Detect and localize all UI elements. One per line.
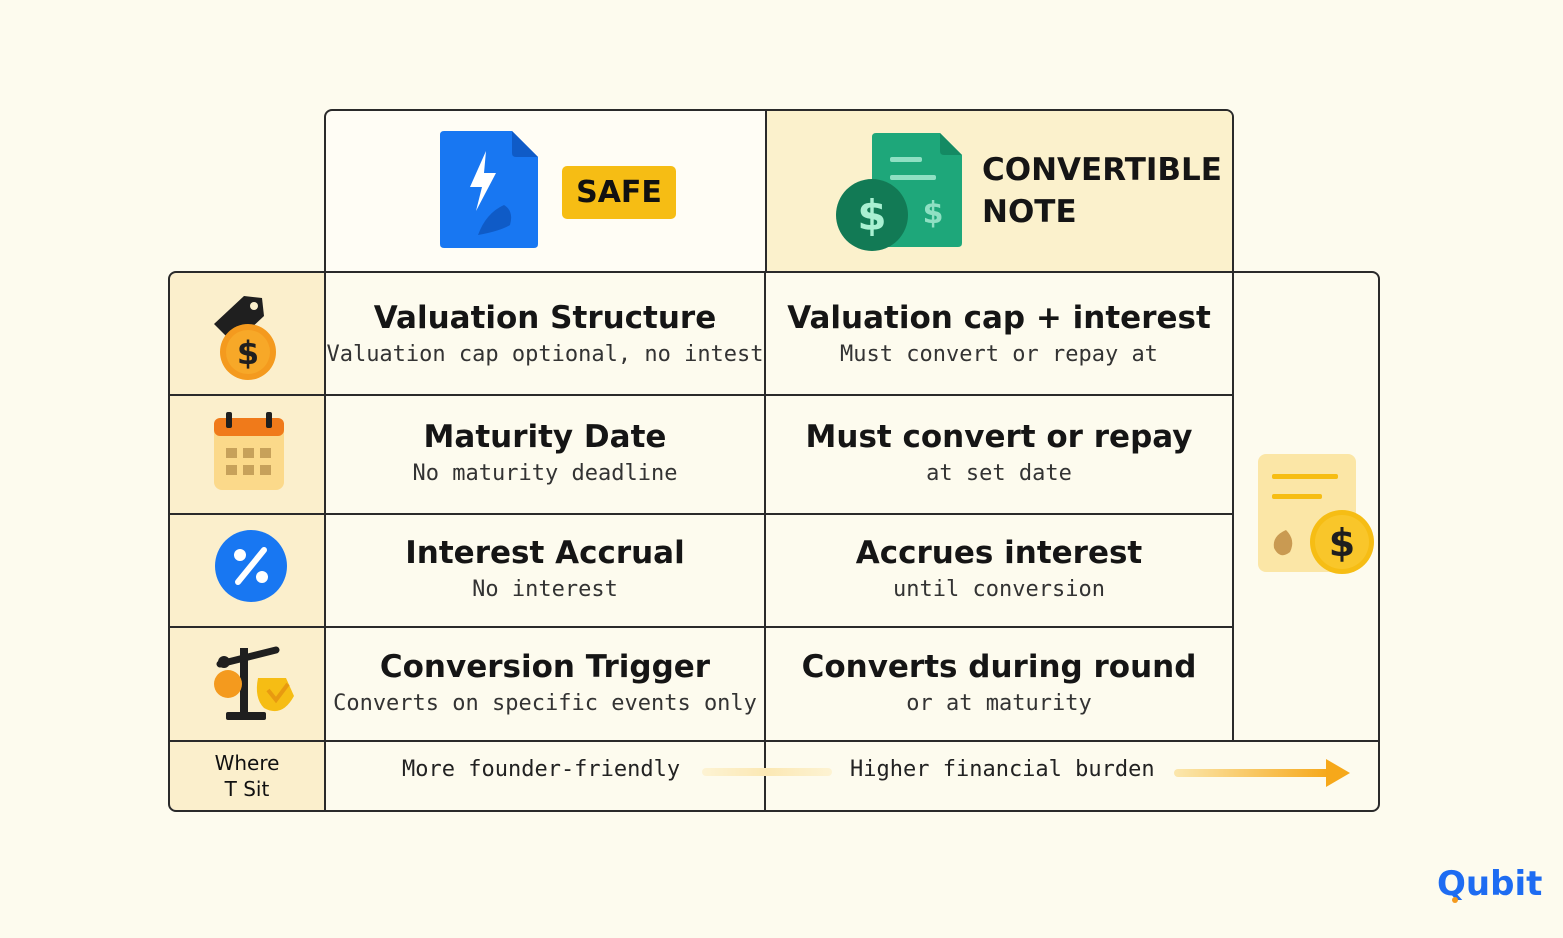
safe-cell-maturity: Maturity Date No maturity deadline [412, 418, 678, 486]
safe-header [326, 111, 765, 273]
svg-text:$: $ [923, 196, 944, 231]
divider [170, 740, 1378, 742]
financial-burden-label: Higher financial burden [850, 757, 1155, 782]
where-label: Where T Sit [214, 751, 280, 801]
comparison-table [168, 271, 1380, 812]
convertible-note-header [765, 111, 1232, 273]
svg-text:$: $ [237, 334, 259, 372]
founder-friendly-label: More founder-friendly [402, 757, 681, 782]
safe-cell-valuation: Valuation Structure Valuation cap option… [326, 299, 764, 367]
spectrum-bar [702, 768, 832, 776]
svg-text:$: $ [857, 191, 886, 240]
logo-dot [1452, 897, 1458, 903]
svg-text:$: $ [1329, 521, 1355, 565]
safe-badge: SAFE [562, 166, 676, 219]
note-cell-maturity: Must convert or repay at set date [805, 418, 1193, 486]
calendar-icon [214, 412, 284, 490]
divider [170, 513, 1234, 515]
percent-icon [215, 530, 287, 602]
divider [170, 394, 1234, 396]
divider [1232, 273, 1234, 740]
arrow-right-icon [1174, 759, 1350, 787]
divider [324, 273, 326, 810]
receipt-dollar-icon: $ [1258, 454, 1374, 574]
safe-cell-interest: Interest Accrual No interest [405, 534, 685, 602]
convertible-note-icon: $ $ [836, 133, 962, 251]
scale-icon [214, 646, 294, 720]
convertible-note-label: CONVERTIBLE NOTE [982, 152, 1222, 230]
note-cell-interest: Accrues interest until conversion [855, 534, 1143, 602]
safe-document-icon [440, 131, 538, 248]
safe-cell-conversion: Conversion Trigger Converts on specific … [333, 648, 757, 716]
divider [170, 626, 1234, 628]
divider [764, 273, 766, 810]
note-cell-valuation: Valuation cap + interest Must convert or… [787, 299, 1211, 367]
note-cell-conversion: Converts during round or at maturity [801, 648, 1197, 716]
price-tag-dollar-icon: $ [214, 296, 276, 380]
